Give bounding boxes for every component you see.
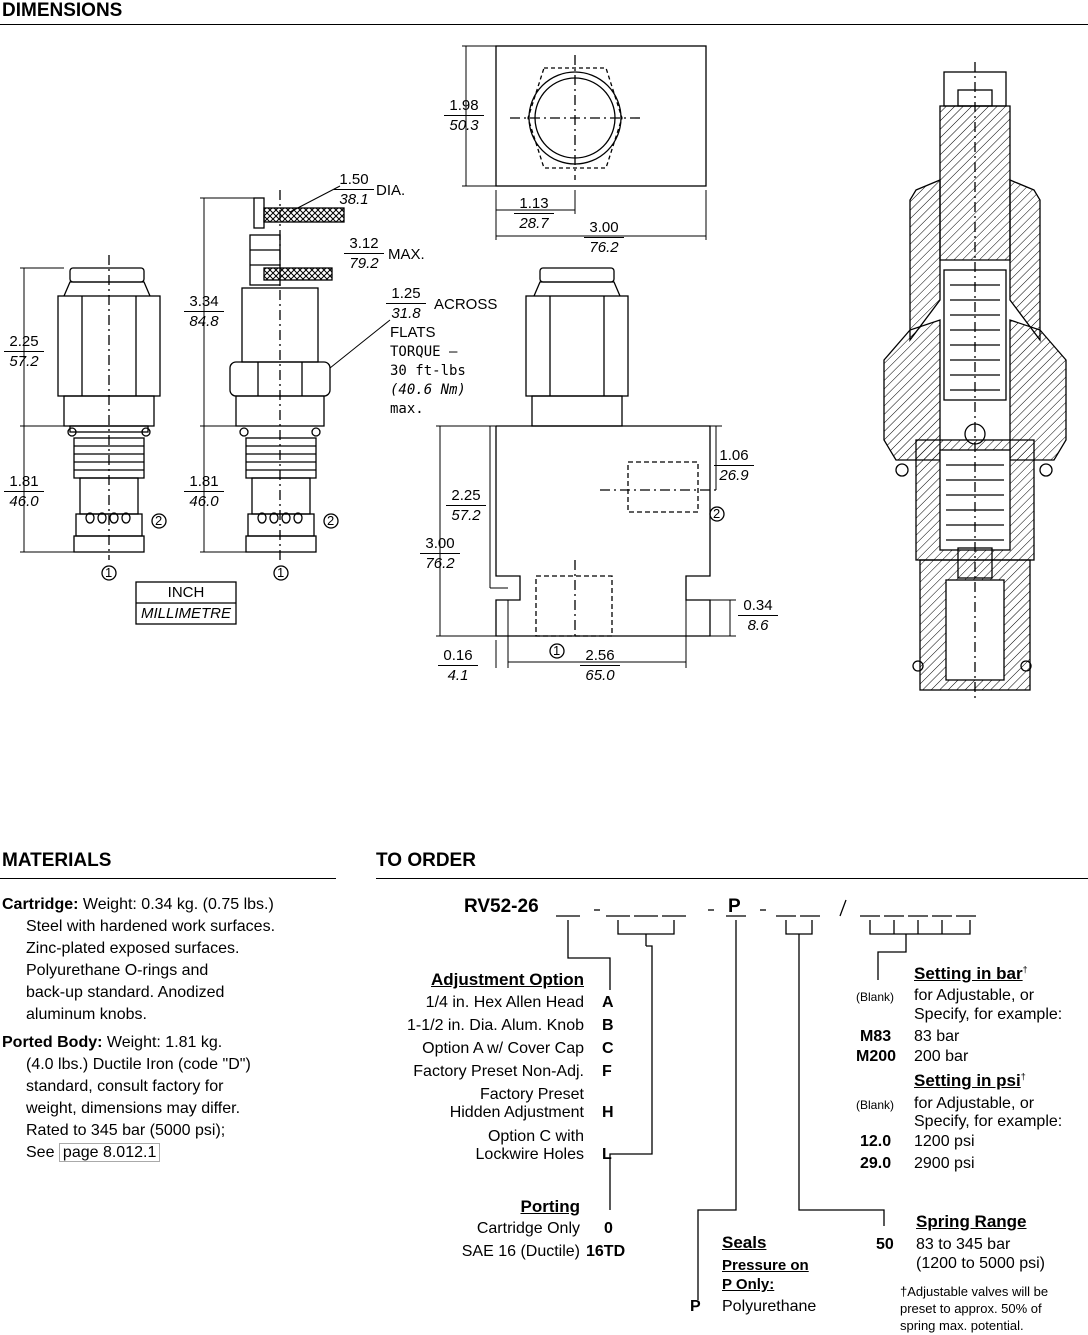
dimension-drawings <box>20 45 1067 700</box>
legend-inch: INCH <box>167 584 205 601</box>
bar-ex2-code: M200 <box>856 1048 897 1065</box>
adj-f-code: F <box>602 1063 612 1080</box>
seals-sub1: Pressure on <box>722 1257 809 1274</box>
adj-f-label: Factory Preset Non-Adj. <box>413 1063 584 1080</box>
porting-title: Porting <box>520 1197 581 1216</box>
adj-l-code: L <box>602 1146 612 1163</box>
psi-ex2-code: 29.0 <box>860 1155 892 1172</box>
adjustment-title: Adjustment Option <box>431 970 584 989</box>
bar-ex1-code: M83 <box>860 1028 892 1045</box>
adj-a-code: A <box>602 994 614 1011</box>
adj-h-code: H <box>602 1104 614 1121</box>
dim-1-25-suffix: ACROSS <box>434 296 498 313</box>
bar-blank-l2: Specify, for example: <box>914 1006 1063 1023</box>
dim-1-25-extra: FLATS <box>390 324 436 341</box>
order-title: TO ORDER <box>376 850 476 871</box>
section-view <box>883 62 1067 700</box>
bar-ex1-label: 83 bar <box>914 1028 960 1045</box>
body-top-view <box>495 45 707 187</box>
adj-a-label: 1/4 in. Hex Allen Head <box>425 994 584 1011</box>
legend-mm: MILLIMETRE <box>140 605 231 622</box>
port-1-label-c: 1 <box>553 643 561 658</box>
order-rule <box>376 878 1088 879</box>
adj-b-label: 1-1/2 in. Dia. Alum. Knob <box>407 1017 584 1034</box>
bar-ex2-label: 200 bar <box>914 1048 969 1065</box>
cartridge-drawing-1 <box>57 255 161 560</box>
port-1-label-a: 1 <box>105 565 113 580</box>
bar-blank-l1: for Adjustable, or <box>914 987 1035 1004</box>
dim-1-50-suffix: DIA. <box>376 182 406 199</box>
psi-ex2-label: 2900 psi <box>914 1155 975 1172</box>
dimensions-rule <box>0 24 1088 25</box>
port-2-label-b: 2 <box>327 513 335 528</box>
psi-ex1-code: 12.0 <box>860 1133 892 1150</box>
adj-c-label: Option A w/ Cover Cap <box>422 1040 584 1057</box>
adj-c-code: C <box>602 1040 614 1057</box>
port-cartridge-code: 0 <box>604 1220 613 1237</box>
seals-title: Seals <box>722 1233 767 1252</box>
psi-blank-l1: for Adjustable, or <box>914 1095 1035 1112</box>
port-cartridge-label: Cartridge Only <box>476 1220 580 1237</box>
spring-code: 50 <box>876 1236 894 1253</box>
port-2-label-a: 2 <box>155 513 163 528</box>
adj-h-label2: Hidden Adjustment <box>449 1104 584 1121</box>
seals-code: P <box>690 1298 701 1315</box>
seals-label: Polyurethane <box>722 1298 817 1315</box>
port-2-label-c: 2 <box>713 506 721 521</box>
setting-psi-title: Setting in psi† <box>914 1071 1026 1090</box>
adj-l-label2: Lockwire Holes <box>475 1146 584 1163</box>
psi-ex1-label: 1200 psi <box>914 1133 975 1150</box>
port-sae-label: SAE 16 (Ductile) <box>461 1243 580 1260</box>
spring-line1: 83 to 345 bar <box>916 1236 1011 1253</box>
torque-note: TORQUE – 30 ft-lbs (40.6 Nm) max. <box>390 344 466 417</box>
page-link[interactable]: page 8.012.1 <box>58 1143 161 1162</box>
dimensions-title: DIMENSIONS <box>2 0 123 21</box>
adj-h-label1: Factory Preset <box>479 1086 584 1103</box>
psi-blank-l2: Specify, for example: <box>914 1113 1063 1130</box>
materials-section: Cartridge: Weight: 0.34 kg. (0.75 lbs.) … <box>2 896 276 1162</box>
port-sae-code: 16TD <box>586 1243 626 1260</box>
psi-blank: (Blank) <box>856 1098 895 1112</box>
seals-sub2: P Only: <box>722 1276 775 1293</box>
adj-l-label1: Option C with <box>487 1128 584 1145</box>
model-code: RV52-26 <box>464 896 539 917</box>
spring-line2: (1200 to 5000 psi) <box>916 1255 1045 1272</box>
dim-3-12-suffix: MAX. <box>388 246 425 263</box>
spring-title: Spring Range <box>916 1212 1027 1231</box>
materials-title: MATERIALS <box>2 850 112 871</box>
footnote: †Adjustable valves will be preset to app… <box>900 1284 1049 1333</box>
adj-b-code: B <box>602 1017 614 1034</box>
setting-bar-title: Setting in bar† <box>914 964 1028 983</box>
materials-rule <box>0 878 336 879</box>
cartridge-drawing-2 <box>229 190 345 560</box>
bar-blank: (Blank) <box>856 990 895 1004</box>
code-p: P <box>728 896 741 917</box>
port-1-label-b: 1 <box>277 565 285 580</box>
